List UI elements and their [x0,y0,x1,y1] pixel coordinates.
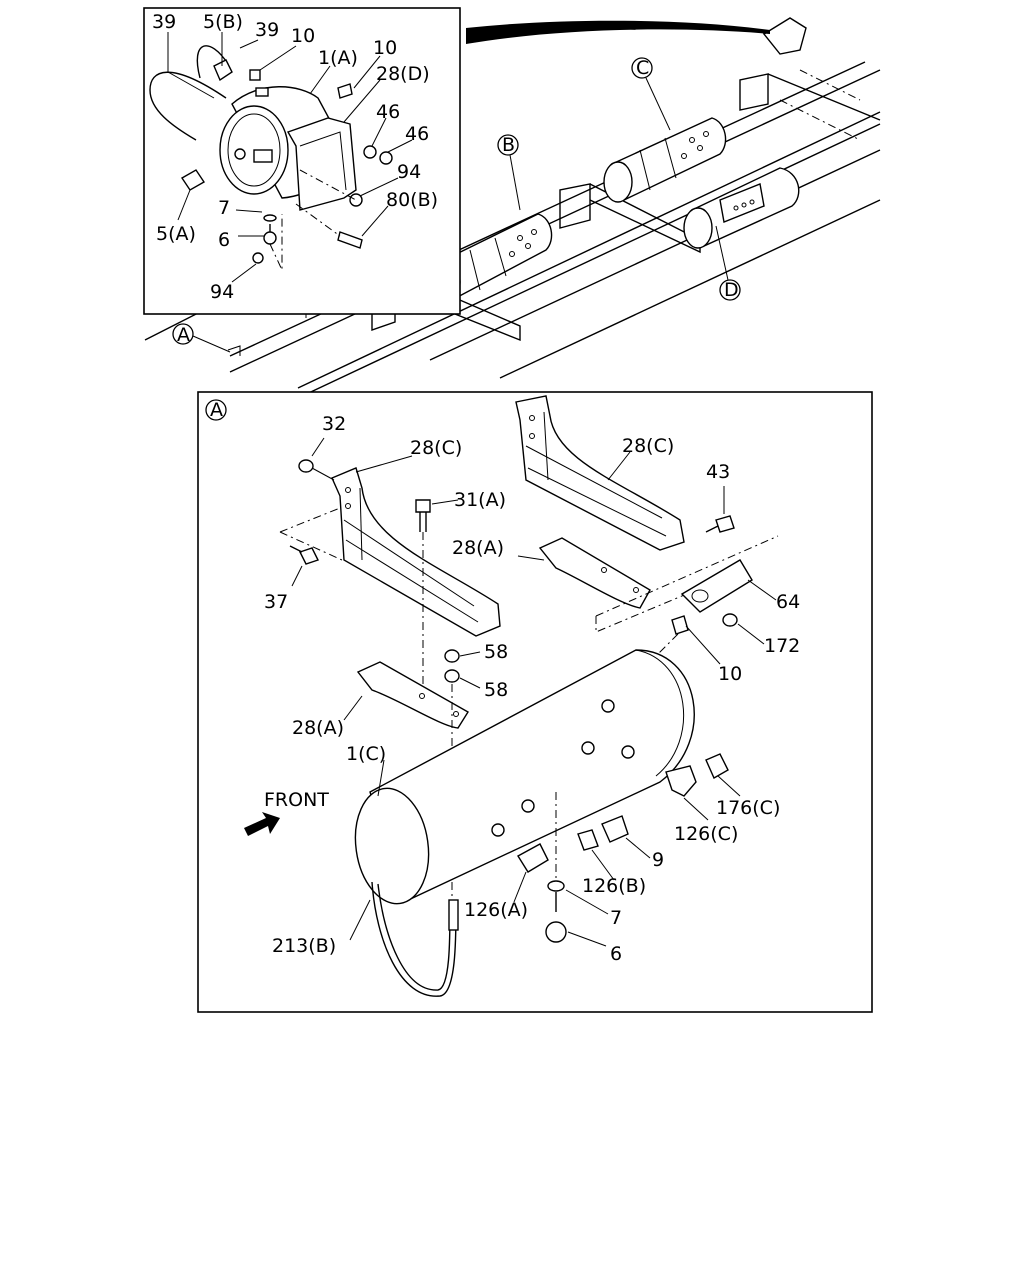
label-9: 9 [652,849,664,871]
callout-a-circle [172,323,194,345]
label-6: 6 [218,229,230,251]
label-front: FRONT [264,789,329,811]
tank-d-overview [683,167,800,249]
label-126a: 126(A) [464,899,528,921]
callout-b-circle [497,134,519,156]
label-7-detail: 7 [610,907,622,929]
label-10-right: 10 [373,37,397,59]
callout-c: C [636,57,649,79]
label-1c: 1(C) [346,743,386,765]
label-126b: 126(B) [582,875,646,897]
label-28a-right: 28(A) [452,537,504,559]
detail-view-a: A [197,391,873,1013]
label-213b: 213(B) [272,935,336,957]
label-94-lower: 94 [210,281,234,303]
label-28c-left: 28(C) [410,437,462,459]
label-172: 172 [764,635,800,657]
label-37: 37 [264,591,288,613]
detail-a-callout: A [210,399,223,421]
label-5a: 5(A) [156,223,196,245]
label-28a-left: 28(A) [292,717,344,739]
label-6-detail: 6 [610,943,622,965]
callout-b: B [502,134,515,156]
label-58-lower: 58 [484,679,508,701]
label-126c: 126(C) [674,823,738,845]
inset-tank-1a: 39 5(B) 39 10 1(A) 10 28(D) 46 46 94 7 8… [143,7,461,315]
label-1a: 1(A) [318,47,358,69]
label-28d: 28(D) [376,63,430,85]
label-58-upper: 58 [484,641,508,663]
label-5b: 5(B) [203,11,243,33]
detail-a-circle [205,399,227,421]
label-46-right: 46 [405,123,429,145]
label-10-upper: 10 [291,25,315,47]
label-32: 32 [322,413,346,435]
label-80b: 80(B) [386,189,438,211]
label-176c: 176(C) [716,797,780,819]
callout-d-circle [719,279,741,301]
tank-1c [354,649,695,905]
label-39-left: 39 [152,11,176,33]
label-31a: 31(A) [454,489,506,511]
tank-c-overview [603,117,727,203]
callout-d: D [724,279,739,301]
label-46-left: 46 [376,101,400,123]
label-28c-right: 28(C) [622,435,674,457]
label-64: 64 [776,591,800,613]
chassis-frame-overview: A B C D [144,17,881,399]
callout-c-circle [631,57,653,79]
label-39-right: 39 [255,19,279,41]
callout-a: A [177,324,190,346]
label-7: 7 [218,197,230,219]
label-43: 43 [706,461,730,483]
label-10: 10 [718,663,742,685]
label-94-upper: 94 [397,161,421,183]
